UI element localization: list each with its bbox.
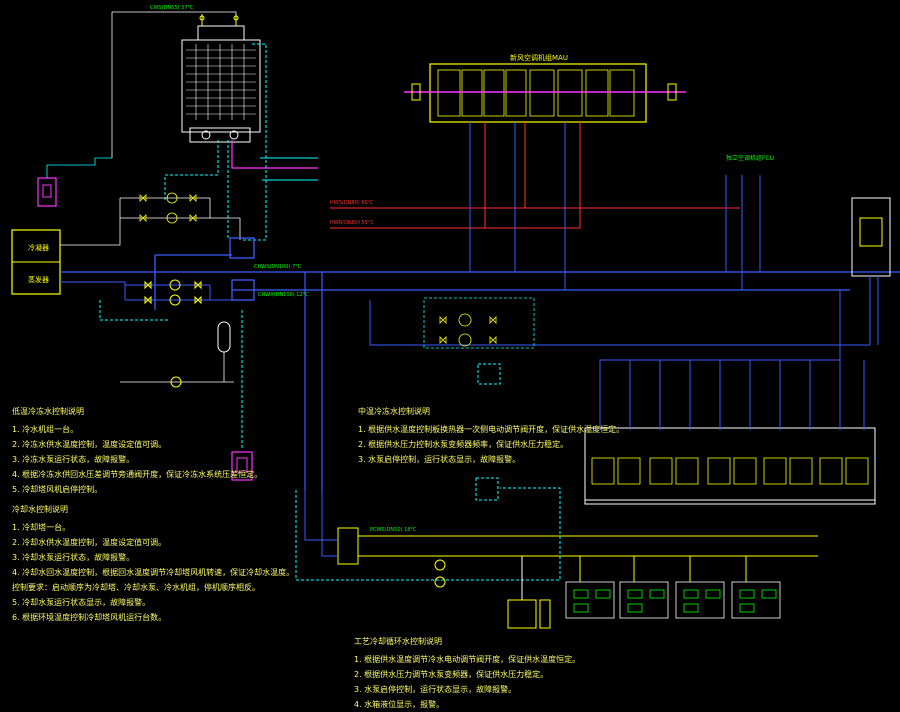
note-line: 1. 根据供水温度调节冷水电动调节阀开度，保证供水温度恒定。	[354, 655, 581, 664]
note-low-temp-title: 低温冷冻水控制说明	[12, 407, 84, 416]
process-water-label: PCWS(DN50) 18°C	[370, 527, 417, 533]
note-process-title: 工艺冷却循环水控制说明	[354, 637, 442, 646]
note-process: 工艺冷却循环水控制说明 1. 根据供水温度调节冷水电动调节阀开度，保证供水温度恒…	[354, 634, 580, 712]
note-line: 3. 水泵启停控制，运行状态显示，故障报警。	[358, 455, 521, 464]
note-line: 2. 根据供水压力控制水泵变频器频率，保证供水压力稳定。	[358, 440, 569, 449]
chilled-pump-group[interactable]	[60, 279, 232, 306]
ahu-unit[interactable]: 新风空调机组MAU	[404, 53, 686, 123]
hws-label: HWS(DN80) 60°C	[330, 200, 374, 206]
control-cabinet[interactable]	[369, 197, 891, 346]
expansion-tank[interactable]	[120, 310, 253, 481]
note-mid-temp-title: 中温冷冻水控制说明	[358, 407, 430, 416]
condenser-label: 冷凝器	[28, 243, 49, 252]
note-line: 4. 冷却水回水温度控制，根据回水温度调节冷却塔风机转速，保证冷却水温度。	[12, 568, 295, 577]
terminal-unit-panel[interactable]	[584, 427, 876, 505]
note-line: 2. 冷冻水供水温度控制，温度设定值可调。	[12, 440, 167, 449]
note-line: 1. 冷却塔一台。	[12, 523, 71, 532]
note-line: 4. 水箱液位显示，报警。	[354, 700, 445, 709]
fcu-title: 独立空调机组FCU	[726, 154, 774, 162]
note-line: 5. 冷却塔风机启停控制。	[12, 485, 103, 494]
note-line: 控制要求：启动顺序为冷却塔、冷却水泵、冷水机组，停机顺序相反。	[12, 583, 260, 592]
cooling-tower[interactable]	[181, 25, 261, 143]
note-mid-temp: 中温冷冻水控制说明 1. 根据供水温度控制板换热器一次侧电动调节阀开度，保证供水…	[358, 404, 624, 467]
chiller-unit[interactable]: 冷凝器 蒸发器	[11, 229, 61, 295]
hwr-label: HWR(DN80) 55°C	[330, 220, 374, 226]
evaporator-label: 蒸发器	[28, 275, 49, 284]
note-line: 3. 冷冻水泵运行状态，故障报警。	[12, 455, 135, 464]
chwr-label: CHWR(DN100) 12°C	[258, 292, 309, 298]
ahu-title: 新风空调机组MAU	[510, 53, 568, 62]
cooling-pump-group[interactable]	[60, 192, 241, 246]
process-cooling-loop[interactable]	[295, 477, 818, 629]
note-line: 4. 根据冷冻水供回水压差调节旁通阀开度，保证冷冻水系统压差恒定。	[12, 470, 263, 479]
note-line: 1. 冷水机组一台。	[12, 425, 79, 434]
hot-water-lines	[330, 207, 740, 229]
note-line: 3. 冷却水泵运行状态，故障报警。	[12, 553, 135, 562]
note-cooling-water: 冷却水控制说明 1. 冷却塔一台。 2. 冷却水供水温度控制，温度设定值可调。 …	[12, 502, 294, 625]
note-line: 2. 根据供水压力调节水泵变频器，保证供水压力稳定。	[354, 670, 549, 679]
note-cooling-water-title: 冷却水控制说明	[12, 505, 68, 514]
chws-label: CHWS(DN100) 7°C	[254, 264, 302, 270]
pipe-magenta	[231, 140, 318, 169]
note-line: 1. 根据供水温度控制板换热器一次侧电动调节阀开度，保证供水温度恒定。	[358, 425, 625, 434]
cooling-water-return-label: CWS(DN65) 37°C	[150, 5, 194, 11]
note-line: 2. 冷却水供水温度控制，温度设定值可调。	[12, 538, 167, 547]
note-line: 5. 冷却水泵运行状态显示，故障报警。	[12, 598, 151, 607]
note-low-temp: 低温冷冻水控制说明 1. 冷水机组一台。 2. 冷冻水供水温度控制，温度设定值可…	[12, 404, 262, 497]
level-switch-device[interactable]	[37, 12, 113, 207]
note-line: 6. 根据环境温度控制冷却塔风机运行台数。	[12, 613, 167, 622]
note-line: 3. 水泵启停控制，运行状态显示，故障报警。	[354, 685, 517, 694]
chilled-water-header	[60, 237, 900, 310]
secondary-pump-group[interactable]	[423, 297, 535, 349]
